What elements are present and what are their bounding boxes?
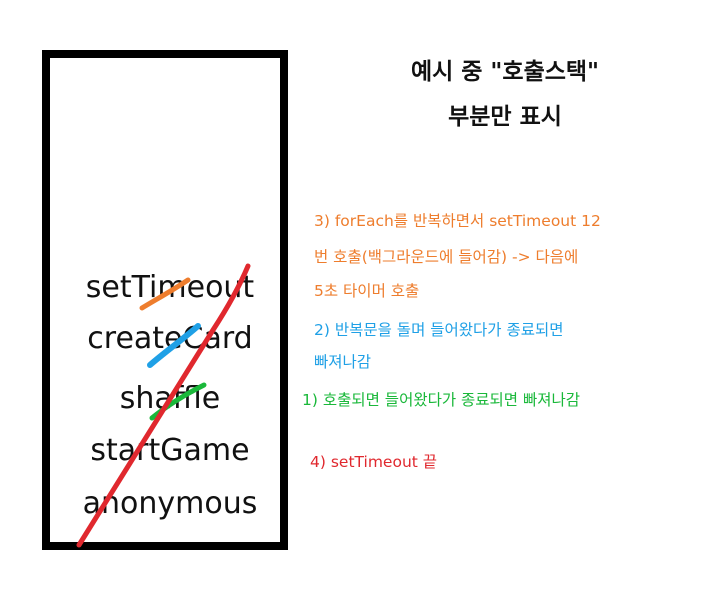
note-step3-line-1: 3) forEach를 반복하면서 setTimeout 12	[314, 212, 601, 230]
note-step2-line-2: 빠져나감	[314, 353, 372, 371]
stack-frame-createcard: createCard	[87, 321, 253, 356]
note-step3-line-2: 번 호출(백그라운드에 들어감) -> 다음에	[314, 248, 579, 266]
stack-frame-startgame: startGame	[90, 433, 250, 468]
note-step2-line-1: 2) 반복문을 돌며 들어왔다가 종료되면	[314, 321, 564, 339]
stack-frame-shaffle: shaffle	[119, 381, 221, 416]
title-line-1: 예시 중 "호출스택"	[410, 59, 600, 85]
stack-frame-anonymous: anonymous	[82, 486, 258, 521]
title-line-2: 부분만 표시	[448, 104, 562, 130]
note-step3-line-3: 5초 타이머 호출	[314, 282, 420, 300]
note-step1-line-1: 1) 호출되면 들어왔다가 종료되면 빠져나감	[302, 391, 581, 409]
note-step4-line-1: 4) setTimeout 끝	[310, 453, 438, 471]
stack-frame-settimeout: setTimeout	[85, 270, 255, 305]
